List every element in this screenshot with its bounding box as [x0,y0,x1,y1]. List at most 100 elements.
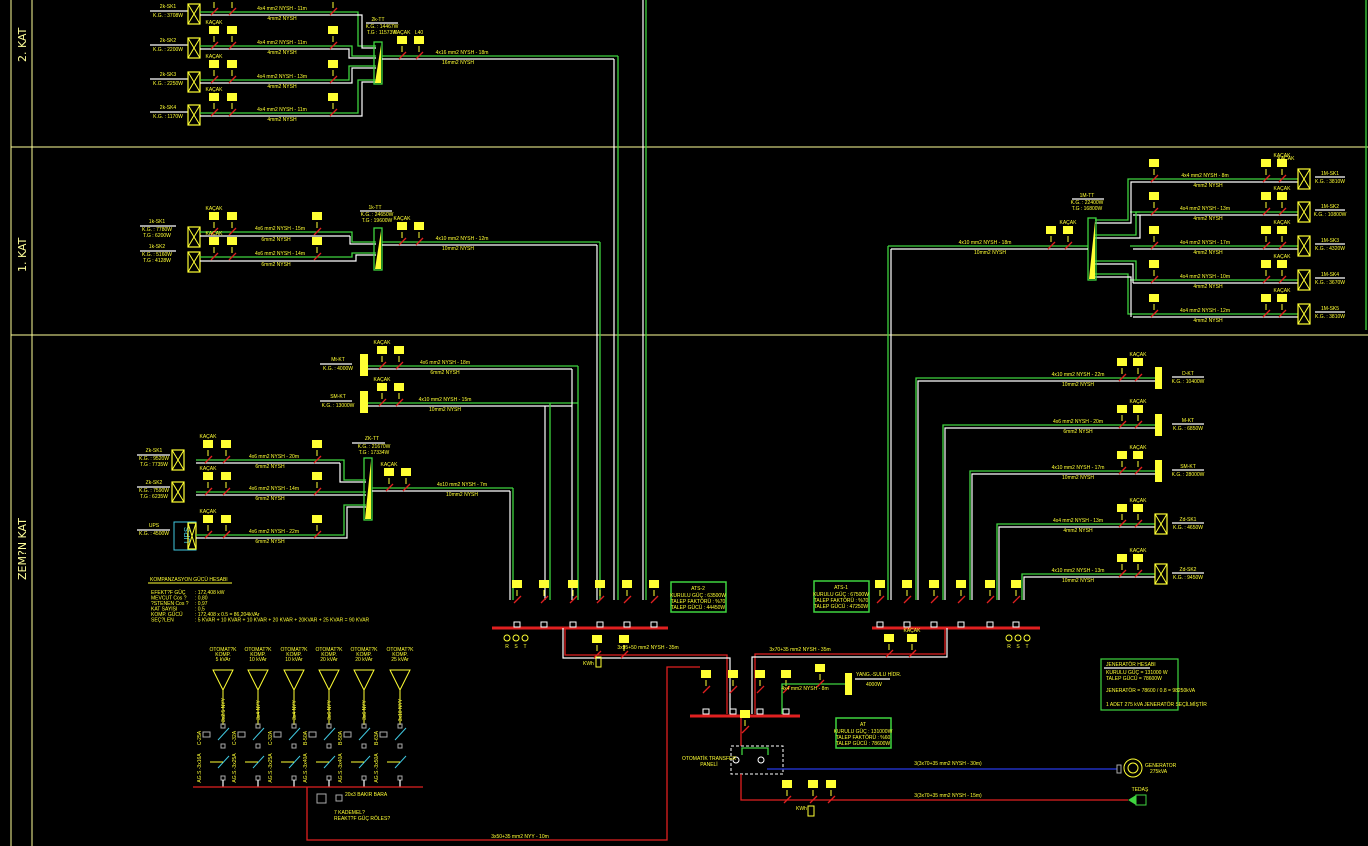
fuse-handle [379,731,388,738]
breaker-label-block [815,664,825,672]
breaker-contact [885,649,894,658]
breaker-symbol: KAÇAK [206,231,223,261]
pe-spec: 4mm2 NYSH [267,16,297,22]
relay-icon [316,793,327,804]
breaker-label-block [1117,405,1127,413]
breaker-contact [930,595,939,604]
fuse-switch [252,727,265,741]
calc-key: KAT SAYISI [151,607,177,613]
breaker-symbol [1261,159,1271,183]
breaker-label: KAÇAK [200,509,218,515]
breaker-symbol [1149,294,1159,318]
panel-bar [1155,414,1162,436]
pe-spec: 4mm2 NYSH [267,50,297,56]
cable-spec: 4x6 mm2 NYSH - 20m [249,454,299,460]
grid-connection-box [1135,794,1147,806]
breaker-contact [204,455,213,464]
terminal [255,743,261,749]
breaker-contact [986,595,995,604]
panel-kg: K.G. : 4650W [1173,525,1203,531]
breaker-label-block [328,26,338,34]
cable-spec: 4x4 mm2 NYSH - 11m [257,40,307,46]
breaker-label: KAÇAK [394,216,412,222]
breaker-contact [903,595,912,604]
fuse-label: C-32A [268,730,274,745]
breaker-symbol: KAÇAK [394,30,411,60]
breaker-label-block [740,710,750,718]
fuse-label: B-63A [374,730,380,745]
breaker-contact [395,361,404,370]
breaker-contact [702,685,711,694]
terminal [220,743,226,749]
terminal [1012,621,1020,628]
terminal [361,775,367,781]
calc-value: : 172,408 kW [195,590,225,596]
breaker-symbol [312,472,322,496]
breaker-symbol: KAÇAK [1130,352,1147,382]
breaker-contact [228,108,237,117]
phase-label: R [505,644,509,650]
info-line: TALEP FAKTÖRÜ : %70 [671,598,726,605]
earth-white [971,473,1155,600]
wire [1095,276,1132,317]
breaker-contact [204,487,213,496]
breaker-label-block [227,212,237,220]
panel-name: SM-KT [1180,464,1196,470]
breaker-label: KAÇAK [381,462,399,468]
panel-cross [1297,269,1311,291]
breaker-label-block [203,515,213,523]
generator-cable-label: 3(3x70+35 mm2 NYSH - 30m) [914,761,982,767]
panel-cross [187,522,197,550]
subpanel-kg: K.G. : 4320W [1315,246,1345,252]
subpanel-box [187,522,197,550]
wire [335,65,376,81]
phase-label: T [523,644,526,650]
breaker-contact [1262,275,1271,284]
panel-frame [1154,513,1168,535]
breaker-symbol: KAÇAK [206,54,223,84]
terminal [986,621,994,628]
grid-feed-arrow-icon [1128,795,1136,805]
breaker-symbol [221,440,231,464]
breaker-label: KAÇAK [200,434,218,440]
contactor-switch [323,755,336,769]
breaker-label-block [1261,260,1271,268]
breaker-label-block [209,26,219,34]
breaker-symbol [221,472,231,496]
breaker-label: KAÇAK [1274,186,1292,192]
breaker-label-block [221,440,231,448]
distribution-panel-symbol [373,41,383,85]
wire [345,231,376,243]
breaker-symbol: KAÇAK [200,466,217,496]
terminal [540,621,548,628]
terminal [957,621,965,628]
breaker-label-block [1133,405,1143,413]
subpanel-name: 1k-SK2 [149,244,166,250]
terminal [397,775,403,781]
breaker-contact [1262,309,1271,318]
wire [1095,181,1133,224]
breaker-label: KAÇAK [1130,498,1148,504]
panel-cross [1297,303,1311,325]
panel-bar [360,354,368,376]
wire [335,11,376,47]
breaker-symbol [884,634,894,658]
subpanel-box [187,37,201,59]
breaker-label: KAÇAK [1060,220,1078,226]
breaker-label-block [539,580,549,588]
breaker-symbol [1117,554,1127,578]
panel-name: Zd-SK1 [1180,517,1197,523]
panel-cross [187,251,201,273]
info-frame [670,581,727,613]
calc-line: 1 ADET 275 kVA JENERATÖR SEÇİLMİŞTİR [1106,701,1207,708]
panel-frame [187,71,201,93]
breaker-label-block [1261,226,1271,234]
breaker-symbol [227,237,237,261]
breaker-contact [623,595,632,604]
contactor-label: AG.S.-3x25A [232,753,238,783]
corner-label: KAÇAK [1278,156,1296,162]
subpanel-kg: K.G. : 4500W [139,531,169,537]
